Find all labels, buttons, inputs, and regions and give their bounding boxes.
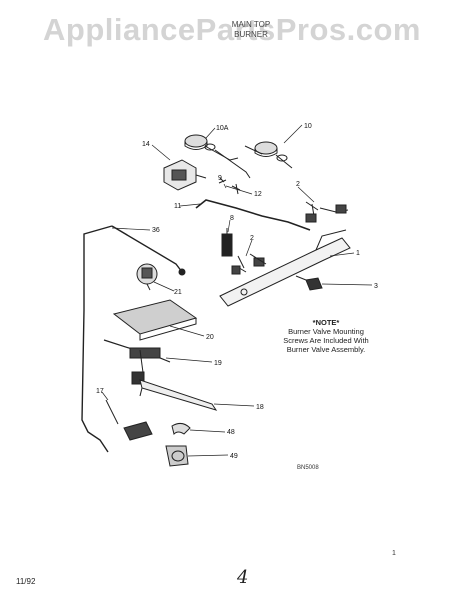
part-11-tube[interactable] xyxy=(195,199,311,231)
watermark-text: AppliancePartsPros.com xyxy=(43,12,421,47)
note-line-2: Screws Are Included With xyxy=(283,336,369,345)
note-line-3: Burner Valve Assembly. xyxy=(286,345,366,354)
label-21: 21 xyxy=(174,289,182,296)
part-9-fitting[interactable] xyxy=(218,177,227,184)
label-20: 20 xyxy=(206,334,214,341)
part-18-burner-tube[interactable] xyxy=(139,379,218,411)
page-number: 4 xyxy=(237,567,249,588)
part-10a-burner[interactable] xyxy=(184,134,251,179)
label-11: 11 xyxy=(174,203,181,210)
label-14: 14 xyxy=(142,141,150,148)
label-8: 8 xyxy=(230,215,234,222)
part-3-clip[interactable] xyxy=(295,275,323,291)
label-10: 10 xyxy=(304,123,312,130)
footer-mark: 1 xyxy=(392,550,396,557)
label-19: 19 xyxy=(214,360,222,367)
note-block: *NOTE* Burner Valve Mounting Screws Are … xyxy=(266,318,386,354)
note-line-1: Burner Valve Mounting xyxy=(288,327,364,336)
label-17: 17 xyxy=(96,388,104,395)
part-49-holder[interactable] xyxy=(165,445,189,467)
part-19-bracket[interactable] xyxy=(103,339,171,385)
label-10a: 10A xyxy=(216,125,229,132)
label-18: 18 xyxy=(256,404,264,411)
header-line-1: MAIN TOP xyxy=(231,20,271,29)
label-12: 12 xyxy=(254,191,262,198)
part-48-clip[interactable] xyxy=(171,422,191,435)
part-20-spreader[interactable] xyxy=(112,299,198,341)
part-1-manifold[interactable] xyxy=(219,229,351,307)
label-2-upper: 2 xyxy=(296,181,300,188)
label-2-lower: 2 xyxy=(250,235,254,242)
footer-date: 11/92 xyxy=(16,577,36,586)
part-14-regulator[interactable] xyxy=(163,159,207,191)
diagram-header: MAIN TOP BURNER xyxy=(226,20,276,40)
part-21-sensor[interactable] xyxy=(136,263,158,291)
part-36-thermocouple-tube[interactable] xyxy=(81,225,113,453)
note-title: *NOTE* xyxy=(312,318,340,327)
label-3: 3 xyxy=(374,283,378,290)
part-12-fitting[interactable] xyxy=(231,183,241,195)
part-8-orifice[interactable] xyxy=(221,228,233,257)
part-2-valve-upper[interactable] xyxy=(305,201,349,223)
label-9: 9 xyxy=(218,175,222,182)
label-49: 49 xyxy=(230,453,238,460)
diagram-code: BN5008 xyxy=(297,465,319,471)
part-10-burner[interactable] xyxy=(244,141,293,169)
header-line-2: BURNER xyxy=(234,30,268,39)
label-36: 36 xyxy=(152,227,160,234)
part-17-igniter[interactable] xyxy=(105,399,153,441)
label-1: 1 xyxy=(356,250,360,257)
part-2-valve-lower[interactable] xyxy=(231,253,267,275)
label-48: 48 xyxy=(227,429,235,436)
